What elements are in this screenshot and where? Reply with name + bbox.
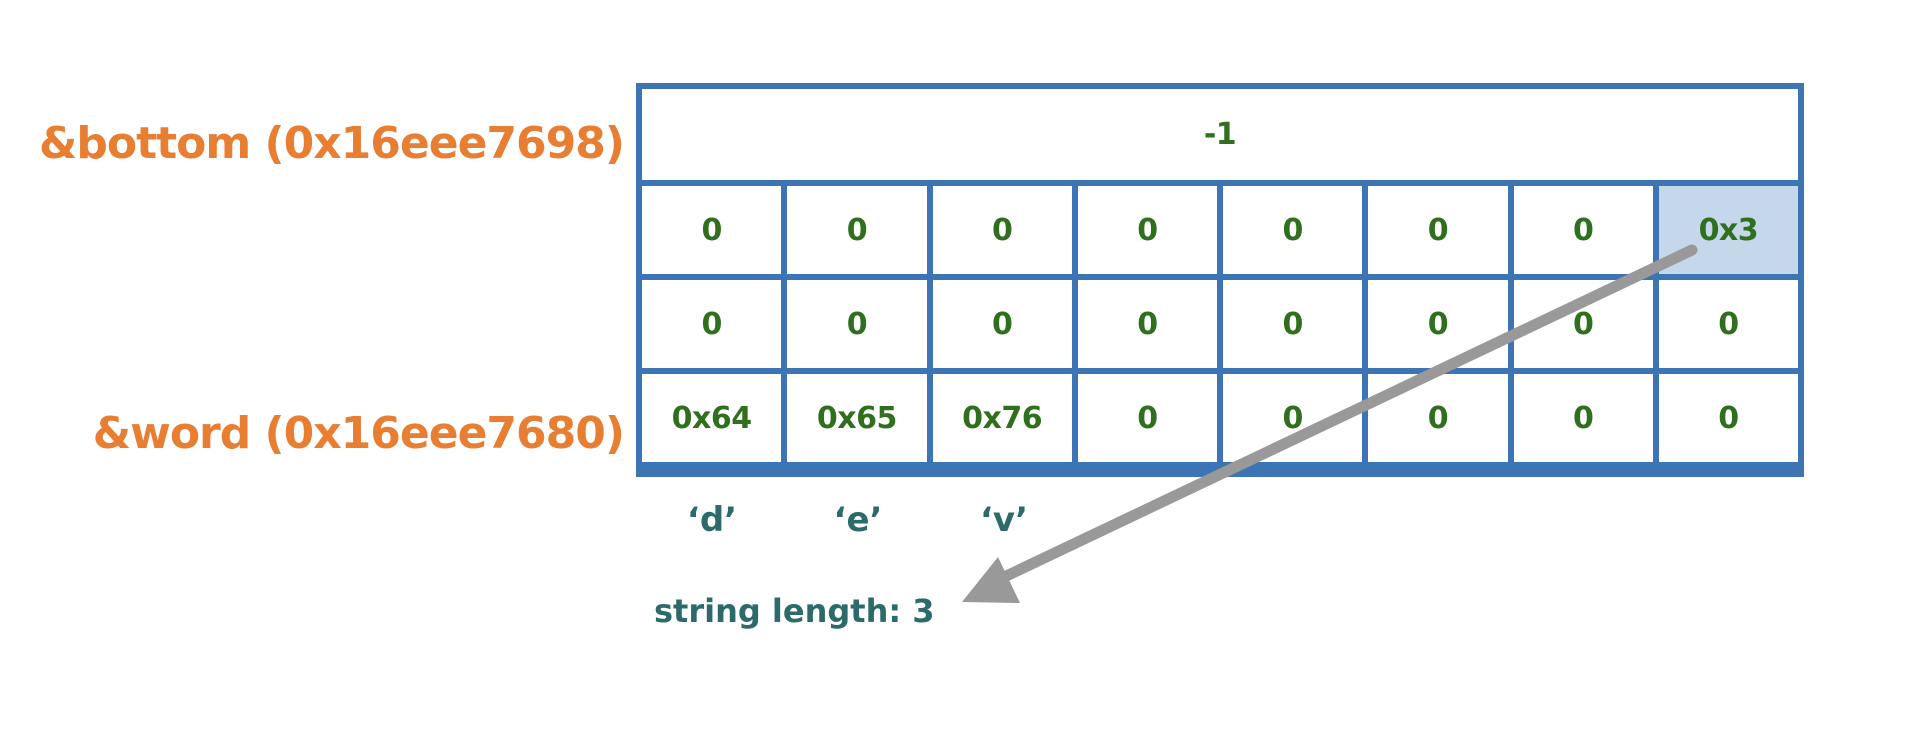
word-byte-cell: 0 bbox=[1658, 374, 1798, 462]
word-byte-cell: 0 bbox=[1513, 374, 1653, 462]
memory-cell: 0 bbox=[1077, 186, 1217, 274]
string-length-label: string length: 3 bbox=[654, 592, 935, 630]
memory-cell: 0 bbox=[1223, 186, 1363, 274]
memory-cell: 0 bbox=[642, 280, 782, 368]
memory-cell: 0 bbox=[932, 186, 1072, 274]
memory-grid: -1 0 0 0 0 0 0 0 0x3 0 0 0 0 0 0 0 0 0x6… bbox=[636, 83, 1804, 477]
word-byte-cell: 0x65 bbox=[787, 374, 927, 462]
length-byte-cell: 0x3 bbox=[1658, 186, 1798, 274]
memory-cell: 0 bbox=[1513, 186, 1653, 274]
bottom-value-cell: -1 bbox=[642, 89, 1798, 180]
char-label-v: ‘v’ bbox=[980, 500, 1028, 540]
word-byte-cell: 0x64 bbox=[642, 374, 782, 462]
memory-cell: 0 bbox=[932, 280, 1072, 368]
memory-cell: 0 bbox=[1077, 280, 1217, 368]
bottom-address-label: &bottom (0x16eee7698) bbox=[39, 118, 625, 169]
word-byte-cell: 0x76 bbox=[932, 374, 1072, 462]
memory-cell: 0 bbox=[787, 280, 927, 368]
word-byte-cell: 0 bbox=[1077, 374, 1217, 462]
word-address-label: &word (0x16eee7680) bbox=[92, 408, 625, 459]
char-label-d: ‘d’ bbox=[686, 500, 738, 540]
char-label-e: ‘e’ bbox=[833, 500, 883, 540]
memory-cell: 0 bbox=[642, 186, 782, 274]
memory-cell: 0 bbox=[1658, 280, 1798, 368]
memory-cell: 0 bbox=[1368, 186, 1508, 274]
memory-cell: 0 bbox=[1223, 280, 1363, 368]
memory-cell: 0 bbox=[787, 186, 927, 274]
